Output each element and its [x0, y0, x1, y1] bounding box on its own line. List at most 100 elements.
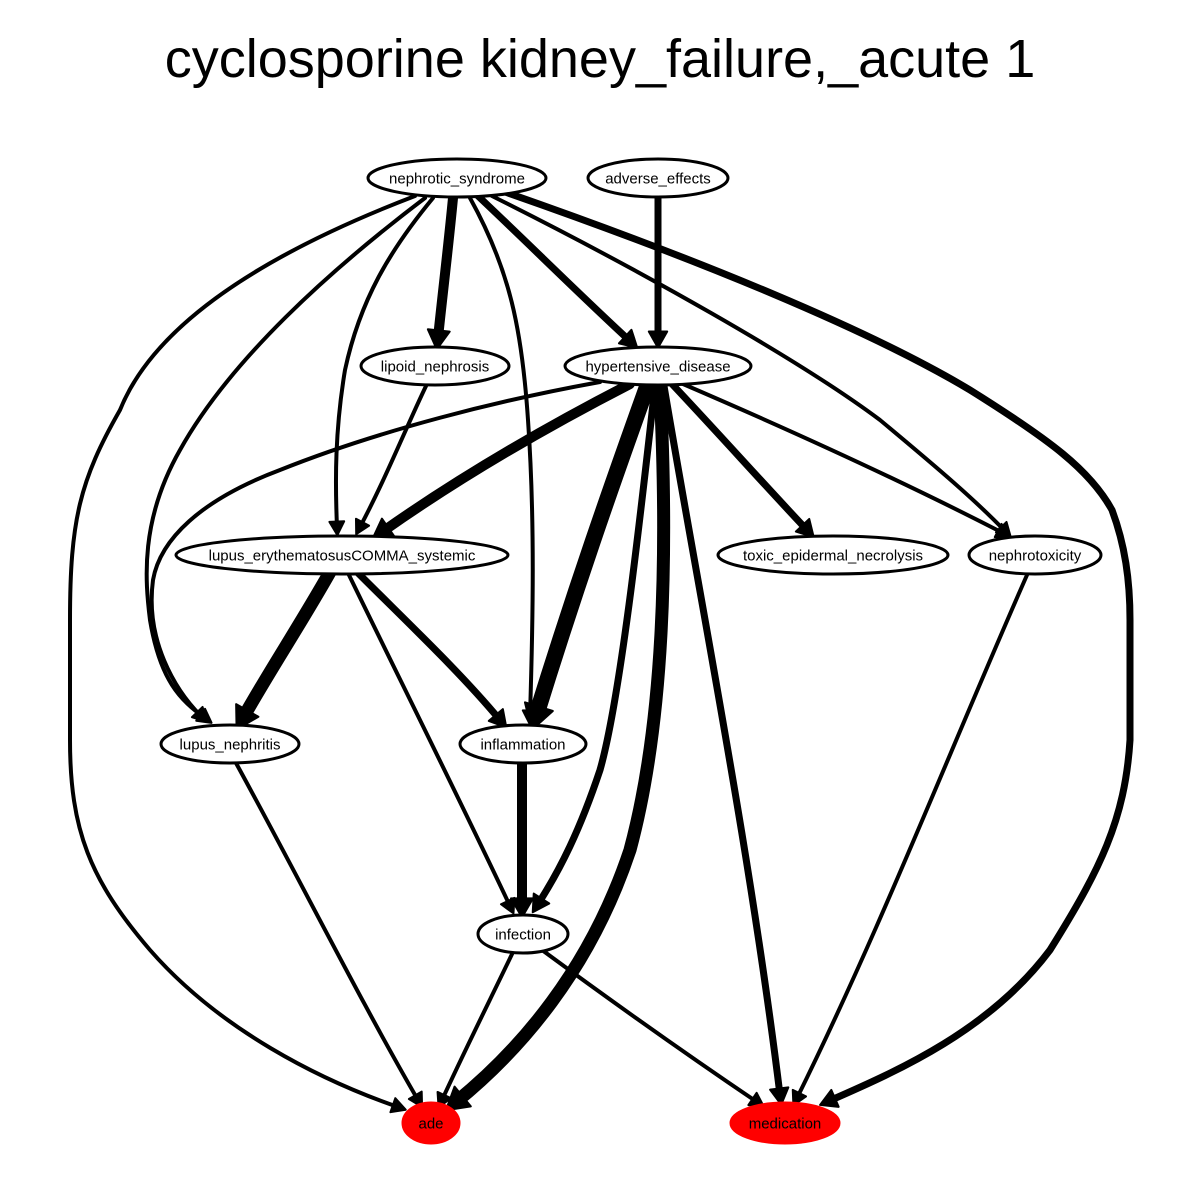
edge-lupus_erythematosusCOMMA_systemic-to-infection [346, 571, 516, 915]
arrowhead [647, 330, 669, 349]
edge-line [681, 382, 1005, 535]
arrowhead [531, 892, 551, 914]
arrowhead [617, 328, 639, 349]
node-label: inflammation [480, 737, 565, 754]
edge-line [68, 194, 417, 1109]
node-lipoid_nephrosis[interactable]: lipoid_nephrosis [359, 345, 511, 387]
arrowhead [190, 705, 208, 723]
edge-line [234, 761, 420, 1102]
arrowhead [487, 708, 508, 729]
node-label: ade [418, 1116, 443, 1133]
node-shape [563, 345, 753, 387]
edge-line [377, 379, 635, 537]
node-ade[interactable]: ade [401, 1101, 461, 1145]
edge-lupus_nephritis-to-ade [234, 761, 424, 1109]
edge-hypertensive_disease-to-nephrotoxicity [681, 382, 1012, 539]
node-nephrotic_syndrome[interactable]: nephrotic_syndrome [366, 157, 548, 199]
edge-nephrotic_syndrome-to-hypertensive_disease [474, 192, 639, 349]
node-shape [174, 534, 510, 576]
arrowhead [235, 703, 260, 731]
edge-nephrotoxicity-to-medication [791, 573, 1029, 1107]
node-label: lipoid_nephrosis [381, 359, 489, 376]
edge-line [433, 193, 458, 343]
edge-line [534, 382, 659, 908]
edge-adverse_effects-to-hypertensive_disease [647, 194, 669, 349]
node-label: medication [749, 1116, 822, 1133]
edge-line [449, 379, 671, 1109]
node-shape [159, 723, 301, 765]
edge-line [358, 384, 428, 529]
edge-hypertensive_disease-to-toxic_epidermal_necrolysis [668, 380, 815, 539]
node-shape [401, 1101, 461, 1145]
edge-nephrotic_syndrome-to-lupus_erythematosusCOMMA_systemic [328, 196, 435, 537]
edge-inflammation-to-infection [510, 759, 534, 919]
edge-line [528, 376, 656, 724]
node-adverse_effects[interactable]: adverse_effects [586, 157, 730, 199]
edge-line [501, 188, 1134, 1105]
arrowhead [328, 520, 346, 537]
node-shape [359, 345, 511, 387]
arrowhead [389, 1097, 407, 1114]
node-label: nephrotic_syndrome [389, 171, 525, 188]
arrowhead [794, 517, 815, 539]
edge-line [144, 196, 427, 720]
node-medication[interactable]: medication [729, 1101, 841, 1145]
arrowhead [499, 896, 516, 915]
edge-lupus_erythematosusCOMMA_systemic-to-inflammation [354, 569, 508, 729]
arrowhead [819, 1088, 840, 1108]
node-shape [366, 157, 548, 199]
edge-line [354, 569, 504, 724]
edge-nephrotic_syndrome-to-inflammation [468, 196, 539, 726]
edge-line [236, 565, 337, 725]
node-label: nephrotoxicity [989, 548, 1082, 565]
edge-infection-to-medication [540, 948, 765, 1108]
arrowhead [769, 1086, 790, 1106]
graph-title: cyclosporine kidney_failure,_acute 1 [164, 29, 1036, 89]
node-infection[interactable]: infection [476, 913, 570, 955]
edge-line [795, 573, 1029, 1100]
edge-line [668, 380, 811, 534]
edge-line [346, 571, 512, 908]
edge-lupus_erythematosusCOMMA_systemic-to-lupus_nephritis [235, 565, 337, 731]
node-label: lupus_nephritis [180, 737, 281, 754]
edge-hypertensive_disease-to-inflammation [523, 376, 656, 731]
edge-line [468, 196, 535, 718]
node-label: toxic_epidermal_necrolysis [743, 548, 923, 565]
node-shape [967, 534, 1103, 576]
node-shape [586, 157, 730, 199]
edge-line [660, 382, 784, 1099]
nodes-layer: nephrotic_syndrome adverse_effects lipoid_… [159, 157, 1103, 1145]
arrowhead [354, 517, 371, 536]
edge-hypertensive_disease-to-infection [531, 382, 659, 914]
arrowhead [510, 897, 534, 919]
node-label: lupus_erythematosusCOMMA_systemic [209, 548, 476, 565]
arrowhead [791, 1088, 808, 1107]
edge-hypertensive_disease-to-medication [660, 382, 790, 1106]
edge-hypertensive_disease-to-lupus_nephritis [149, 380, 602, 723]
node-label: adverse_effects [605, 171, 711, 188]
node-shape [729, 1101, 841, 1145]
arrowhead [523, 701, 554, 731]
edges-layer [68, 188, 1134, 1114]
edge-line [333, 196, 435, 529]
edge-nephrotic_syndrome-to-medication [501, 188, 1134, 1108]
edge-line [490, 194, 1007, 533]
node-shape [476, 913, 570, 955]
edge-line [149, 380, 602, 718]
edge-line [474, 192, 634, 345]
edge-lipoid_nephrosis-to-lupus_erythematosusCOMMA_systemic [354, 384, 428, 536]
node-inflammation[interactable]: inflammation [458, 723, 588, 765]
edge-hypertensive_disease-to-lupus_erythematosusCOMMA_systemic [371, 379, 635, 540]
node-lupus_erythematosusCOMMA_systemic[interactable]: lupus_erythematosusCOMMA_systemic [174, 534, 510, 576]
node-shape [458, 723, 588, 765]
arrowhead [407, 1090, 424, 1109]
node-label: hypertensive_disease [585, 359, 730, 376]
node-nephrotoxicity[interactable]: nephrotoxicity [967, 534, 1103, 576]
node-lupus_nephritis[interactable]: lupus_nephritis [159, 723, 301, 765]
node-toxic_epidermal_necrolysis[interactable]: toxic_epidermal_necrolysis [716, 534, 950, 576]
edge-nephrotic_syndrome-to-lipoid_nephrosis [426, 193, 458, 351]
node-shape [716, 534, 950, 576]
node-label: infection [495, 927, 551, 944]
node-hypertensive_disease[interactable]: hypertensive_disease [563, 345, 753, 387]
